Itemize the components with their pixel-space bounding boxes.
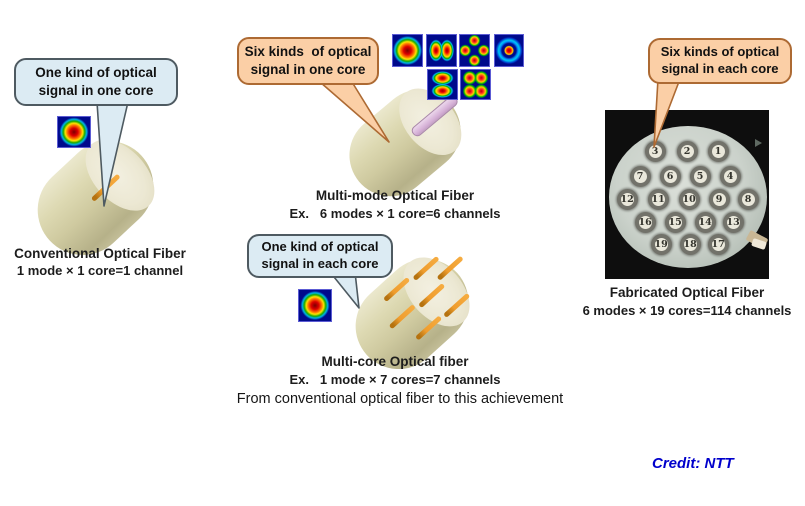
callout-multimode: Six kinds of optical signal in one core bbox=[237, 37, 379, 85]
callout-multicore-line1: One kind of optical bbox=[261, 239, 379, 255]
fiber-core-number: 8 bbox=[737, 188, 759, 210]
fiber-core-number: 7 bbox=[629, 165, 651, 187]
callout-tail-fabricated bbox=[653, 78, 681, 148]
credit-text: Credit: NTT bbox=[652, 455, 734, 472]
callout-conventional-line2: signal in one core bbox=[38, 83, 154, 98]
fabricated-fiber-title: Fabricated Optical Fiber bbox=[609, 285, 765, 300]
callout-multicore: One kind of optical signal in each core bbox=[247, 234, 393, 278]
fiber-core-number: 14 bbox=[694, 211, 716, 233]
callout-tail-multimode bbox=[319, 81, 390, 143]
bottom-caption: From conventional optical fiber to this … bbox=[236, 391, 564, 407]
callout-multicore-line2: signal in each core bbox=[261, 256, 379, 271]
mode-pattern-four-dots-diamond-icon bbox=[459, 34, 490, 67]
mode-pattern-fundamental-icon bbox=[392, 34, 423, 67]
fiber-core-number: 16 bbox=[634, 211, 656, 233]
fiber-core-number: 19 bbox=[650, 233, 672, 255]
fiber-core-number: 13 bbox=[722, 211, 744, 233]
fiber-core-number: 10 bbox=[678, 188, 700, 210]
mode-image-fundamental-icon bbox=[57, 116, 91, 148]
fiber-core-number: 4 bbox=[719, 165, 741, 187]
fiber-core-number: 18 bbox=[679, 233, 701, 255]
mode-pattern-four-lobes-grid-icon bbox=[460, 69, 491, 100]
fiber-core-number: 11 bbox=[647, 188, 669, 210]
callout-multimode-line2: signal in one core bbox=[250, 62, 366, 77]
multicore-fiber-title: Multi-core Optical fiber bbox=[321, 354, 469, 369]
callout-multimode-line1: Six kinds of optical bbox=[244, 44, 372, 60]
fabricated-fiber-formula: 6 modes × 19 cores=114 channels bbox=[582, 303, 792, 318]
multicore-fiber-formula: Ex. 1 mode × 7 cores=7 channels bbox=[289, 372, 501, 387]
callout-fabricated-line1: Six kinds of optical bbox=[660, 44, 780, 60]
fiber-core-number: 15 bbox=[664, 211, 686, 233]
fiber-core-number: 5 bbox=[689, 165, 711, 187]
mode-pattern-two-lobes-vertical-icon bbox=[426, 34, 457, 67]
mode-pattern-ring-icon bbox=[494, 34, 524, 67]
conventional-fiber-title: Conventional Optical Fiber bbox=[14, 246, 186, 261]
multimode-fiber-formula: Ex. 6 modes × 1 core=6 channels bbox=[289, 206, 501, 221]
fiber-core-number: 17 bbox=[707, 233, 729, 255]
mode-image-fundamental-icon bbox=[298, 289, 332, 322]
conventional-fiber-formula: 1 mode × 1 core=1 channel bbox=[16, 263, 184, 278]
multimode-fiber-title: Multi-mode Optical Fiber bbox=[315, 188, 475, 203]
fiber-core-number: 1 bbox=[707, 140, 729, 162]
callout-conventional-line1: One kind of optical bbox=[35, 65, 157, 81]
photo-artifact bbox=[755, 139, 762, 147]
callout-fabricated: Six kinds of optical signal in each core bbox=[648, 38, 792, 84]
fiber-core-number: 9 bbox=[708, 188, 730, 210]
fiber-core-number: 12 bbox=[616, 188, 638, 210]
fiber-core-number: 2 bbox=[676, 140, 698, 162]
fiber-core-number: 6 bbox=[659, 165, 681, 187]
callout-fabricated-line2: signal in each core bbox=[661, 61, 779, 76]
callout-conventional: One kind of optical signal in one core bbox=[14, 58, 178, 106]
callout-tail-conventional bbox=[96, 101, 129, 207]
mode-pattern-two-lobes-stacked-icon bbox=[427, 69, 458, 100]
